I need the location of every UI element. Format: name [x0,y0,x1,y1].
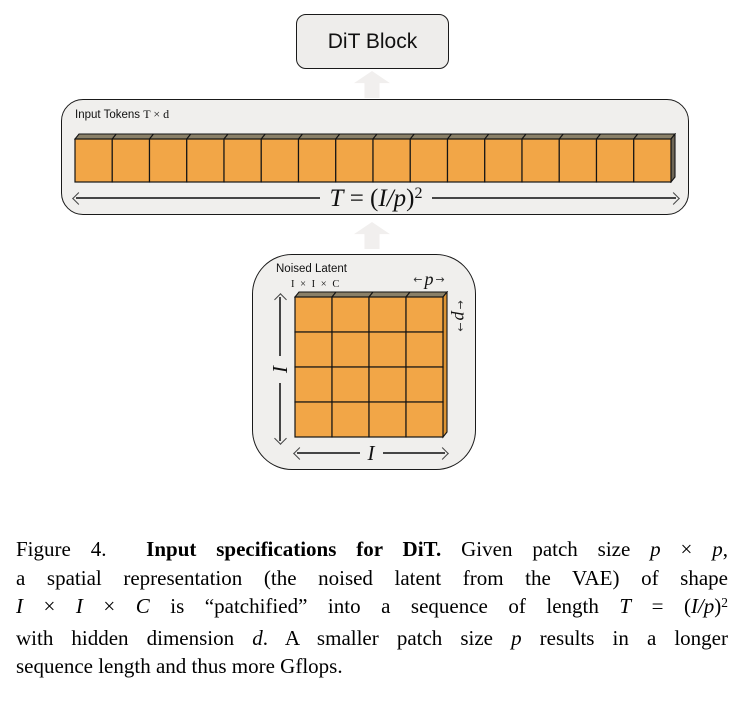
input-tokens-panel: Input Tokens T × d T = (I/p)2 [61,99,689,215]
image-height-arrow: I [267,293,292,445]
arrow-right-head-icon [436,446,449,460]
patch-size-label: p [424,269,434,289]
input-tokens-dims: T × d [143,107,170,121]
input-tokens-label-text: Input Tokens [75,109,144,121]
image-size-label: I [367,440,375,465]
arrow-up-head-icon [273,293,287,306]
arrow-left-icon: ← [413,272,423,286]
arrow-line [279,382,281,441]
arrow-right-icon: → [454,322,468,332]
arrow-left-icon: ← [454,300,468,310]
up-arrow-icon [354,222,390,249]
dit-block-box: DiT Block [296,14,449,69]
image-size-label: I [267,365,292,373]
latent-shape-label: I × I × C [291,279,341,290]
figure-caption-body: Figure 4. Input specifications for DiT. … [16,537,729,650]
arrow-line [432,197,677,199]
arrow-line [279,297,281,356]
figure-caption: Figure 4. Input specifications for DiT. … [16,535,728,681]
patch-size-label: p [451,311,471,321]
noised-latent-label: Noised Latent [276,263,347,275]
sequence-length-formula: T = (I/p)2 [329,184,423,212]
sequence-length-arrow: T = (I/p)2 [72,184,680,212]
noised-latent-panel: Noised Latent I × I × C ← p → ← p → I I [252,254,476,470]
arrow-left-head-icon [293,446,306,460]
arrow-down-head-icon [273,432,287,445]
dit-block-label: DiT Block [327,29,418,53]
up-arrow-icon [354,71,390,98]
latent-patch-grid-graphic [294,291,449,439]
arrow-line [382,452,445,454]
arrow-line [297,452,360,454]
arrow-left-head-icon [72,191,85,205]
input-tokens-label: Input Tokens T × d [75,107,169,122]
token-sequence-graphic [74,133,676,183]
arrow-right-icon: → [435,272,445,286]
image-width-arrow: I [293,440,449,465]
arrow-right-head-icon [667,191,680,205]
patch-height-arrow: ← p → [451,292,471,340]
arrow-line [76,197,320,199]
patch-width-arrow: ← p → [405,270,453,288]
figure-caption-last-line: sequence length and thus more Gflops. [16,654,343,679]
